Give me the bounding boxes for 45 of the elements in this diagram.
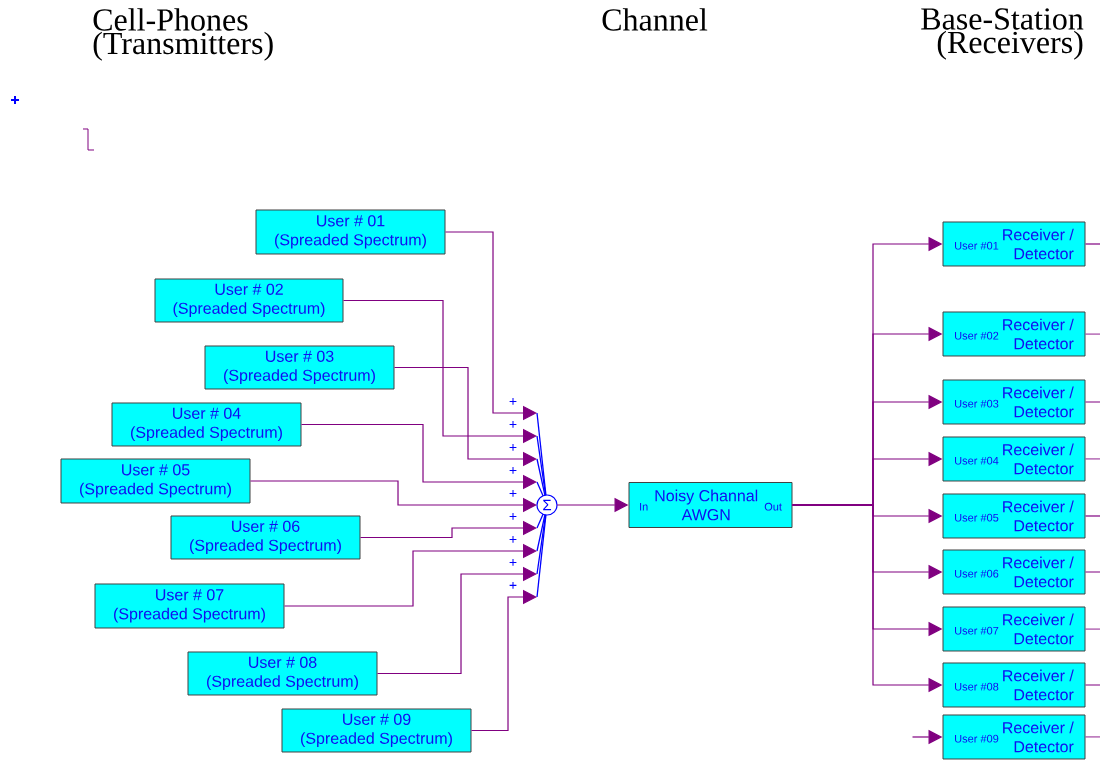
user-box: User # 08 (Spreaded Spectrum) — [187, 651, 378, 696]
plus-sign: + — [509, 489, 517, 497]
plus-sign: + — [509, 512, 517, 520]
user-box: User # 02 (Spreaded Spectrum) — [154, 278, 344, 323]
connector — [1084, 333, 1100, 335]
summing-junction: Σ — [536, 412, 558, 598]
plus-sign: + — [509, 581, 517, 589]
plus-sign: + — [509, 466, 517, 474]
plus-sign: + — [509, 397, 517, 405]
heading: Base-Station (Receivers) — [921, 8, 1084, 60]
plus-sign: + — [509, 558, 517, 566]
receiver-box: User #07 Receiver / Detector — [942, 606, 1086, 652]
connector — [1084, 684, 1100, 686]
connector — [376, 566, 537, 675]
connector — [1084, 736, 1100, 738]
receiver-box: User #09 Receiver / Detector — [942, 714, 1086, 760]
connector — [470, 589, 537, 732]
connector — [1084, 401, 1100, 403]
connector — [1084, 458, 1100, 460]
receiver-box: User #01 Receiver / Detector — [942, 221, 1086, 267]
receiver-box: User #02 Receiver / Detector — [942, 311, 1086, 357]
heading: Channel — [602, 8, 708, 31]
receiver-box: User #03 Receiver / Detector — [942, 379, 1086, 425]
receiver-box: User #05 Receiver / Detector — [942, 493, 1086, 539]
user-box: User # 04 (Spreaded Spectrum) — [111, 402, 302, 447]
channel-box: In Noisy Channal AWGN Out — [628, 482, 793, 528]
connector — [1084, 571, 1100, 573]
connector — [1084, 515, 1100, 517]
user-box: User # 09 (Spreaded Spectrum) — [281, 708, 472, 753]
user-box: User # 07 (Spreaded Spectrum) — [94, 583, 285, 629]
connector — [283, 543, 537, 607]
receiver-box: User #08 Receiver / Detector — [942, 662, 1086, 708]
heading: Cell-Phones (Transmitters) — [93, 8, 273, 61]
plus-sign: + — [509, 535, 517, 543]
plus-sign: + — [509, 443, 517, 451]
user-box: User # 03 (Spreaded Spectrum) — [204, 345, 395, 390]
user-box: User # 05 (Spreaded Spectrum) — [60, 458, 251, 504]
connector — [359, 520, 537, 539]
user-box: User # 01 (Spreaded Spectrum) — [255, 209, 446, 255]
plus-sign: + — [509, 420, 517, 428]
user-box: User # 06 (Spreaded Spectrum) — [170, 515, 361, 560]
receiver-box: User #06 Receiver / Detector — [942, 549, 1086, 595]
receiver-box: User #04 Receiver / Detector — [942, 436, 1086, 482]
connector — [1084, 243, 1100, 245]
connector — [1084, 628, 1100, 630]
